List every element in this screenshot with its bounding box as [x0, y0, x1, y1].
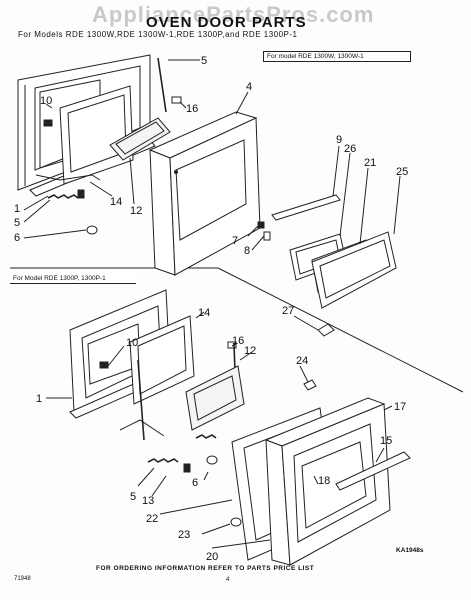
- callout-14-lower: 14: [198, 307, 210, 319]
- callout-10-upper: 10: [40, 95, 52, 107]
- window-frame-lower: [129, 315, 195, 405]
- models-line: For Models RDE 1300W,RDE 1300W-1,RDE 130…: [18, 30, 298, 39]
- callout-10-lower: 10: [126, 337, 138, 349]
- callout-12-lower: 12: [244, 345, 256, 357]
- window-frame-upper: [59, 85, 134, 185]
- callout-16-lower: 16: [232, 335, 244, 347]
- screw-23-lower: [230, 517, 242, 527]
- trim-25-upper: [311, 231, 397, 309]
- glass-lower: [185, 365, 245, 431]
- callout-21: 21: [364, 157, 376, 169]
- section-divider-diagonal: [217, 267, 464, 393]
- callout-16-upper: 16: [186, 103, 198, 115]
- callout-9: 9: [336, 134, 342, 146]
- hinge-assembly-upper: [35, 174, 101, 199]
- section-lower-label: For Model RDE 1300P, 1300P-1: [10, 274, 136, 284]
- callout-27: 27: [282, 305, 294, 317]
- callout-17: 17: [394, 401, 406, 413]
- hinge-rod-lower: [137, 359, 145, 441]
- ordering-footer: FOR ORDERING INFORMATION REFER TO PARTS …: [96, 565, 315, 572]
- callout-23: 23: [178, 529, 190, 541]
- watermark: AppliancePartsPros.com: [92, 2, 375, 27]
- callout-5-lower: 5: [130, 491, 136, 503]
- callout-4: 4: [246, 81, 252, 93]
- screw-8-upper: [263, 231, 271, 241]
- hinge-assembly-lower: [119, 419, 217, 473]
- callout-6-lower: 6: [192, 477, 198, 489]
- callout-13: 13: [142, 495, 154, 507]
- bumper-6-lower: [206, 455, 218, 465]
- outer-door-upper: [148, 111, 261, 276]
- leader-lines-lower: [46, 311, 393, 549]
- callout-6-upper: 6: [14, 232, 20, 244]
- page-title: OVEN DOOR PARTS: [146, 14, 307, 31]
- handle-15-lower: [335, 451, 411, 491]
- callout-14-upper: 14: [110, 196, 122, 208]
- callout-15: 15: [380, 435, 392, 447]
- callout-1-lower: 1: [36, 393, 42, 405]
- callout-7: 7: [232, 235, 238, 247]
- callout-8: 8: [244, 245, 250, 257]
- callout-20: 20: [206, 551, 218, 563]
- hinge-rod-upper: [157, 57, 167, 113]
- bumper-6-upper: [86, 225, 98, 235]
- section-upper-label: For model RDE 1300W, 1300W-1: [263, 51, 411, 62]
- callout-1-upper: 1: [14, 203, 20, 215]
- callout-26: 26: [344, 143, 356, 155]
- spacer-16-upper: [171, 96, 182, 104]
- callout-22: 22: [146, 513, 158, 525]
- handle-9-upper: [271, 194, 341, 221]
- window-clip-lower: [99, 361, 109, 369]
- spacer-16-lower: [227, 341, 237, 349]
- page-number: 4: [226, 577, 230, 583]
- page-code: 71948: [14, 576, 31, 582]
- figure-id: KA1948s: [396, 547, 424, 554]
- bracket-27-upper: [317, 323, 335, 337]
- leader-lines-upper: [23, 59, 401, 331]
- callout-5-upper-left: 5: [14, 217, 20, 229]
- callout-25: 25: [396, 166, 408, 178]
- window-clip-upper: [43, 119, 53, 127]
- glass-upper: [109, 117, 171, 161]
- callout-5-top: 5: [201, 55, 207, 67]
- bracket-24-lower: [303, 379, 317, 391]
- clip-7-upper: [257, 221, 265, 229]
- callout-12-upper: 12: [130, 205, 142, 217]
- callout-18: 18: [318, 475, 330, 487]
- callout-24: 24: [296, 355, 308, 367]
